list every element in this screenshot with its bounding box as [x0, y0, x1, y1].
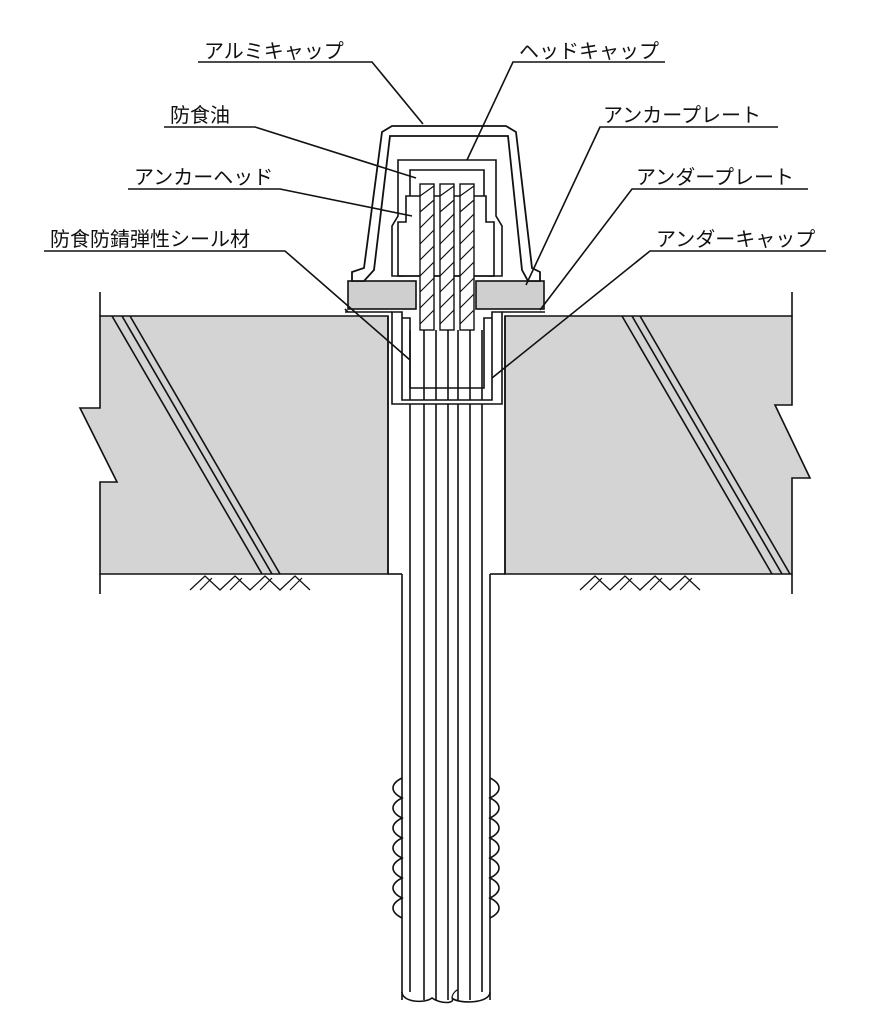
rebar-right: [621, 315, 791, 575]
under-plate-right: [475, 280, 545, 310]
concrete-slab-right: [504, 315, 812, 575]
label-anchor-plate: アンカープレート: [603, 103, 761, 127]
strand-tails: [419, 183, 475, 331]
bond-zone-ripples-right: [488, 777, 500, 919]
label-head-cap: ヘッドキャップ: [519, 39, 659, 63]
bond-zone-ripples-left: [392, 777, 404, 919]
ground-hatch-left: [189, 575, 311, 591]
leader-lines: [44, 61, 826, 379]
label-under-plate: アンダープレート: [636, 165, 794, 189]
label-under-cap: アンダーキャップ: [656, 227, 815, 251]
concrete-slab-left: [78, 315, 389, 575]
label-anticorrosion-oil: 防食油: [170, 103, 230, 127]
rebar-left: [111, 315, 281, 575]
tendon-strands: [401, 330, 491, 1004]
ground-hatch-right: [579, 575, 701, 591]
label-sealant: 防食防錆弾性シール材: [50, 227, 250, 251]
drill-hole: [388, 573, 505, 1000]
label-anchor-head: アンカーヘッド: [134, 165, 273, 189]
aluminum-cap: [351, 125, 541, 282]
under-cap: [391, 311, 503, 405]
label-aluminum-cap: アルミキャップ: [204, 39, 344, 63]
under-plate-left: [347, 280, 417, 310]
